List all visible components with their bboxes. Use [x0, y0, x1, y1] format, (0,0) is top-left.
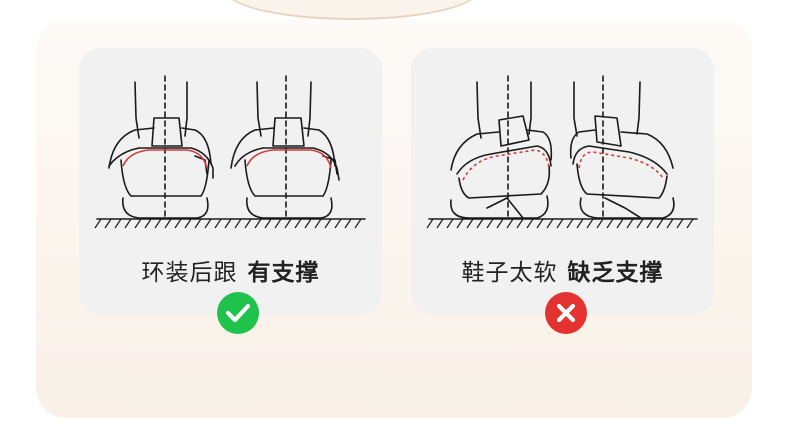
caption-bold-text: 有支撑 [247, 260, 320, 286]
good-support-card: 环装后跟有支撑 [79, 48, 382, 315]
good-card-caption: 环装后跟有支撑 [79, 253, 382, 287]
caption-bold-text: 缺乏支撑 [567, 260, 664, 286]
top-decorative-arc [225, 0, 479, 20]
check-icon [225, 303, 251, 323]
caption-light-text: 环装后跟 [141, 260, 238, 286]
bad-support-card: 鞋子太软缺乏支撑 [411, 48, 714, 315]
caption-light-text: 鞋子太软 [461, 260, 558, 286]
heel-support-illustration [94, 75, 366, 229]
cross-icon [556, 303, 576, 323]
cross-badge [545, 292, 587, 334]
soft-shoe-illustration [426, 75, 698, 229]
bad-card-caption: 鞋子太软缺乏支撑 [411, 253, 714, 287]
check-badge [217, 292, 259, 334]
